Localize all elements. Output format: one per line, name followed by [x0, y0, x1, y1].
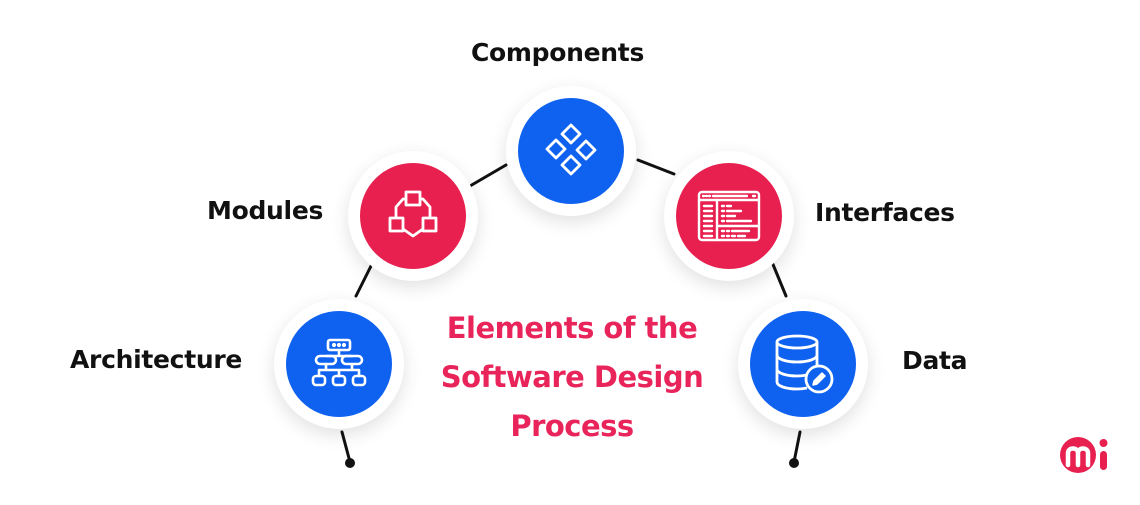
- interface-window-icon: [697, 190, 761, 242]
- title-line-2: Software Design: [440, 360, 704, 394]
- endpoint-dot-right: [789, 458, 799, 468]
- node-components: [506, 86, 636, 216]
- module-network-icon: [388, 190, 438, 238]
- title-line-1: Elements of the: [446, 311, 698, 345]
- brand-logo-icon: [1060, 437, 1108, 473]
- label-interfaces: Interfaces: [815, 198, 955, 227]
- node-components-circle: [518, 98, 624, 204]
- node-modules: [348, 151, 478, 281]
- node-architecture: [274, 299, 404, 429]
- node-data: [738, 299, 868, 429]
- database-edit-icon: [775, 334, 834, 394]
- node-architecture-circle: [286, 311, 392, 417]
- node-interfaces-circle: [676, 163, 782, 269]
- label-modules: Modules: [207, 196, 324, 225]
- components-diamonds-icon: [545, 123, 597, 176]
- node-data-circle: [750, 311, 856, 417]
- hierarchy-chart-icon: [311, 338, 367, 387]
- title-line-3: Process: [510, 409, 634, 443]
- node-modules-circle: [360, 163, 466, 269]
- node-interfaces: [664, 151, 794, 281]
- diagram-title: Elements of the Software Design Process: [420, 304, 724, 451]
- endpoint-dot-left: [345, 458, 355, 468]
- label-data: Data: [902, 346, 968, 375]
- label-components: Components: [471, 38, 645, 67]
- label-architecture: Architecture: [70, 345, 243, 374]
